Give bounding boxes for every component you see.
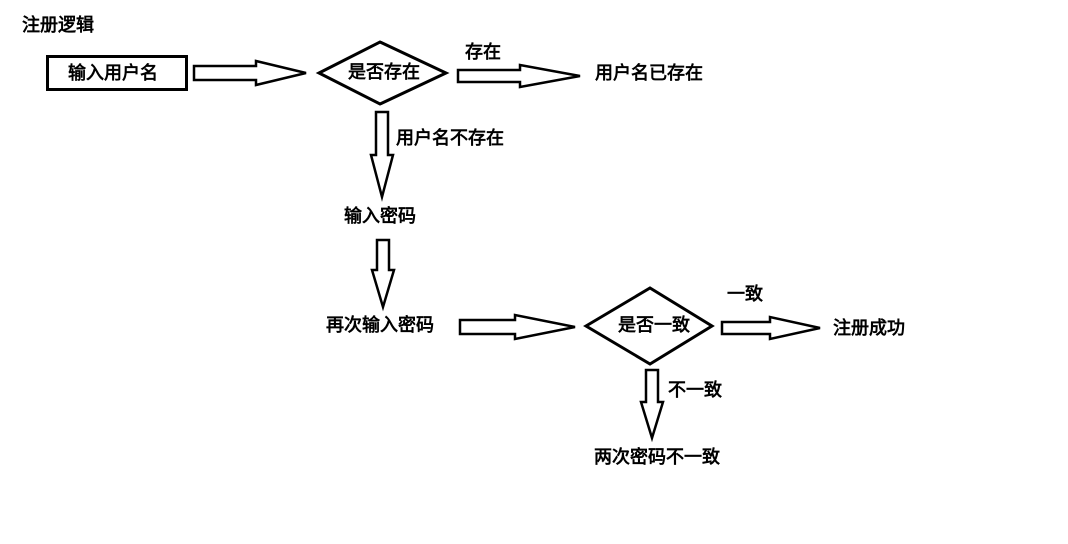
decision-diamond-match xyxy=(583,286,715,366)
arrow-decision-to-mismatch xyxy=(639,368,665,443)
edge-label-match: 一致 xyxy=(727,284,763,305)
node-password-mismatch: 两次密码不一致 xyxy=(594,447,720,468)
edge-label-exists: 存在 xyxy=(465,42,501,63)
node-enter-username: 输入用户名 xyxy=(68,63,158,84)
arrow-start-to-decision xyxy=(192,59,307,87)
edge-label-not-exists: 用户名不存在 xyxy=(396,128,504,149)
arrow-decision-to-exists xyxy=(456,63,581,89)
arrow-reenter-to-decision xyxy=(458,313,576,341)
node-enter-password: 输入密码 xyxy=(344,206,416,227)
edge-label-not-match: 不一致 xyxy=(668,380,722,401)
node-username-exists: 用户名已存在 xyxy=(595,63,703,84)
node-reenter-password: 再次输入密码 xyxy=(326,315,434,336)
diagram-title: 注册逻辑 xyxy=(22,15,94,36)
arrow-decision-to-password xyxy=(369,110,395,202)
decision-diamond-exists xyxy=(315,40,450,106)
node-check-exists: 是否存在 xyxy=(348,62,420,83)
node-register-success: 注册成功 xyxy=(833,318,905,339)
start-process-box xyxy=(46,55,188,91)
arrow-password-to-reenter xyxy=(370,238,396,312)
node-check-match: 是否一致 xyxy=(618,315,690,336)
arrow-decision-to-success xyxy=(720,315,821,341)
